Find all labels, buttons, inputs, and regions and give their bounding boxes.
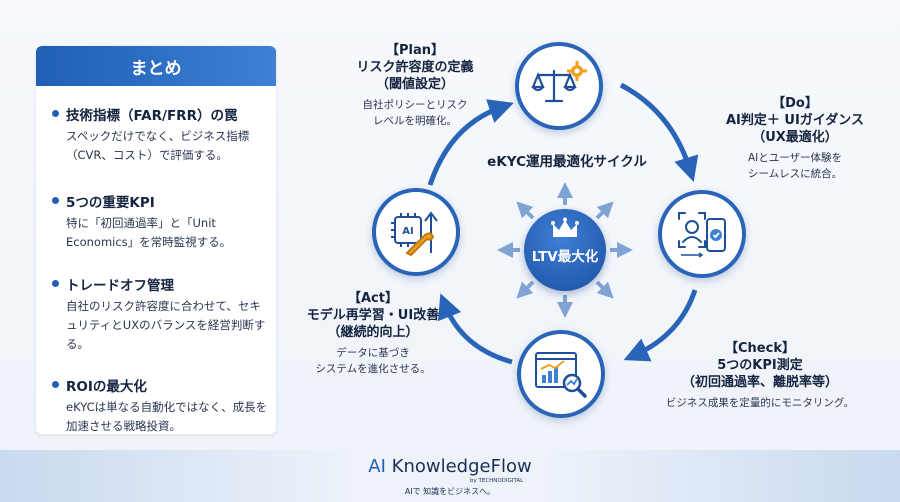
plan-node [515,42,603,130]
summary-item-title: トレードオフ管理 [66,278,174,294]
bullet-icon [52,110,59,117]
center-label: LTV最大化 [531,249,599,265]
brand-by: by TECHNODIGITAL [470,478,524,484]
act-node: AI [372,188,460,276]
gear-icon [567,61,587,81]
brand-logo: AI KnowledgeFlow [0,456,900,477]
summary-item-desc: 特に「初回通過率」と「Unit Economics」を常時監視する。 [66,216,232,249]
plan-title-3: （閾値設定） [375,77,454,92]
plan-desc-1: 自社ポリシーとリスク [362,99,468,111]
do-desc-2: シームレスに統合。 [747,168,843,180]
do-title-2: AI判定＋ UIガイダンス [725,113,865,128]
act-desc-1: データに基づき [336,347,410,359]
cycle-diagram: eKYC運用最適化サイクル LTV最大化 [278,42,890,418]
bullet-icon [52,280,59,287]
svg-text:AI: AI [402,226,413,237]
check-node [517,330,605,418]
summary-item-title: 5つの重要KPI [66,195,155,211]
check-title-1: 【Check】 [725,341,795,356]
plan-title-2: リスク許容度の定義 [356,60,474,75]
arrow-check-to-act [437,293,513,365]
center-ltv: LTV最大化 [524,209,606,291]
check-title-3: （初回通過率、離脱率等） [681,375,838,390]
crown-icon [551,217,579,237]
check-desc-1: ビジネス成果を定量的にモニタリング。 [665,397,855,409]
summary-item-desc: eKYCは単なる自動化ではなく、成長を加速させる戦略投資。 [66,400,268,433]
summary-item-desc: スペックだけでなく、ビジネス指標（CVR、コスト）で評価する。 [66,129,250,162]
balance-scale-icon [531,61,587,103]
act-label: 【Act】 モデル再学習・UI改善 （継続的向上） データに基づき システムを進… [278,290,468,377]
face-verification-icon [678,212,726,258]
check-label: 【Check】 5つのKPI測定 （初回通過率、離脱率等） ビジネス成果を定量的… [630,340,890,411]
do-label: 【Do】 AI判定＋ UIガイダンス （UX最適化） AIとユーザー体験を シー… [700,95,890,182]
brand-ai: AI [368,456,386,477]
plan-label: 【Plan】 リスク許容度の定義 （閾値設定） 自社ポリシーとリスク レベルを明… [330,42,500,129]
act-title-1: 【Act】 [348,291,398,306]
act-desc-2: システムを進化させる。 [315,363,431,375]
analytics-magnifier-icon [535,352,587,398]
do-node [658,190,746,278]
brand-tagline: AIで 知識をビジネスへ。 [404,487,496,496]
cycle-arrows [427,82,699,365]
plan-desc-2: レベルを明確化。 [373,115,457,127]
act-title-3: （継続的向上） [327,325,419,340]
cycle-title: eKYC運用最適化サイクル [487,154,647,170]
do-desc-1: AIとユーザー体験を [747,152,843,164]
radial-arrows [497,182,633,318]
summary-panel: まとめ 技術指標（FAR/FRR）の罠 スペックだけでなく、ビジネス指標（CVR… [36,46,276,434]
do-title-1: 【Do】 [772,96,818,111]
arrow-do-to-check [623,289,698,362]
bullet-icon [52,381,59,388]
do-title-3: （UX最適化） [752,130,838,145]
footer: AI KnowledgeFlow by TECHNODIGITAL AIで 知識… [0,450,900,502]
brand-name: KnowledgeFlow [391,456,532,477]
summary-header: まとめ [36,46,276,86]
summary-item-desc: 自社のリスク許容度に合わせて、セキュリティとUXのバランスを経営判断する。 [66,299,266,351]
plan-title-1: 【Plan】 [385,43,444,58]
ai-chip-wrench-icon: AI [391,211,438,257]
act-title-2: モデル再学習・UI改善 [306,308,440,323]
arrow-act-to-plan [427,99,514,186]
arrow-plan-to-do [619,82,699,182]
bullet-icon [52,197,59,204]
summary-item-title: 技術指標（FAR/FRR）の罠 [66,108,238,124]
check-title-2: 5つのKPI測定 [717,358,803,373]
summary-item-title: ROIの最大化 [66,379,147,395]
